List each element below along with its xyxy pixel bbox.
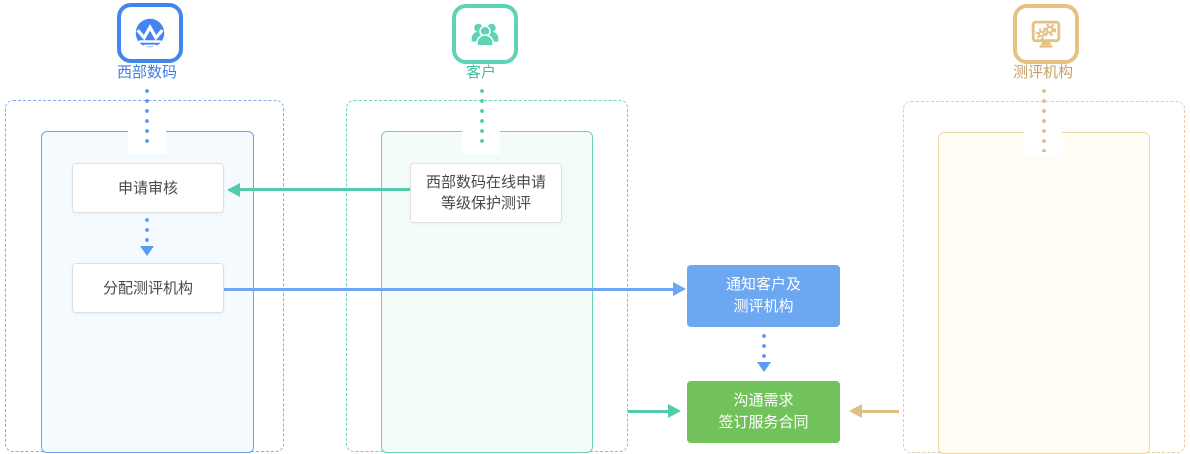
node-online-apply-line1: 西部数码在线申请 [425,174,546,191]
node-notify-line2: 测评机构 [733,298,794,315]
connector-notify-to-contract-arrowhead-icon [757,362,771,372]
arrow-customer-to-contract-head-icon [668,404,681,418]
node-application-review: 申请审核 [72,163,224,213]
node-assign-agency-label: 分配测评机构 [102,279,193,297]
stem-west [145,86,149,148]
stem-customer [480,86,484,148]
connector-review-to-assign-arrowhead-icon [140,246,154,256]
actor-label-agency: 测评机构 [1012,64,1073,81]
customers-group-icon [452,4,518,64]
arrow-customer-to-contract [628,410,669,413]
arrow-assign-to-notify-head-icon [673,282,686,296]
arrow-apply-to-review [239,188,410,191]
lane-agency-inner [938,132,1150,454]
node-online-apply: 西部数码在线申请 等级保护测评 [410,163,562,223]
node-online-apply-line2: 等级保护测评 [440,195,531,212]
stem-agency [1042,86,1046,152]
node-notify-line1: 通知客户及 [725,276,801,294]
node-application-review-label: 申请审核 [117,179,178,197]
node-contract-line2: 签订服务合同 [718,414,809,431]
arrow-agency-to-contract [861,410,899,413]
west-digital-logo-icon [117,3,183,63]
actor-label-west: 西部数码 [116,64,177,81]
connector-notify-to-contract [762,331,766,361]
actor-label-customer: 客户 [465,64,496,81]
node-notify: 通知客户及 测评机构 [687,265,840,327]
arrow-assign-to-notify [224,288,674,291]
arrow-apply-to-review-head-icon [227,183,240,197]
node-contract-line1: 沟通需求 [733,392,794,410]
connector-review-to-assign [145,215,149,245]
node-assign-agency: 分配测评机构 [72,263,224,313]
node-contract: 沟通需求 签订服务合同 [687,381,840,443]
arrow-agency-to-contract-head-icon [849,404,862,418]
monitor-gears-icon [1013,4,1079,64]
